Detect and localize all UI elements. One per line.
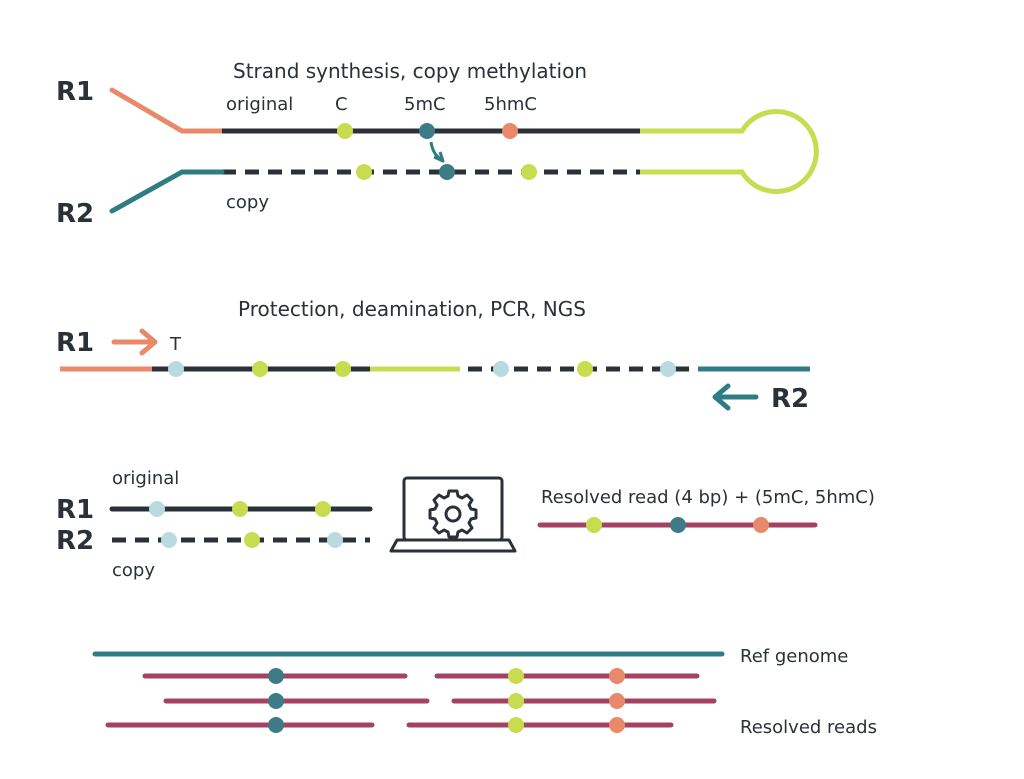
panel2-dot-4: [493, 361, 509, 377]
panel1-r2-adapter: [109, 169, 225, 214]
aligned-5hmc-dot-2: [609, 693, 625, 709]
panel3-r2-label: R2: [56, 526, 94, 556]
panel1-copy-5mc-dot: [439, 164, 455, 180]
panel-resolution: original R1 R2 copy Resolved read (4 bp)…: [56, 468, 875, 581]
panel1-copy-c-dot: [356, 164, 372, 180]
aligned-c-dot-3: [508, 717, 524, 733]
panel3-r2-dot-3: [327, 532, 343, 548]
panel2-dot-6: [660, 361, 676, 377]
panel1-original-label: original: [226, 94, 293, 115]
aligned-5hmc-dot-1: [609, 668, 625, 684]
panel-protection-deamination: Protection, deamination, PCR, NGS R1 R2 …: [56, 297, 810, 414]
panel3-copy-label: copy: [112, 560, 155, 581]
resolved-reads-label: Resolved reads: [740, 717, 877, 738]
panel2-t-dot: [168, 361, 184, 377]
panel3-original-label: original: [112, 468, 179, 489]
resolved-read-dot-3: [753, 517, 769, 533]
panel3-r1-label: R1: [56, 495, 94, 525]
methylation-copy-arrowhead: [433, 151, 445, 163]
aligned-5mc-dot-2: [268, 693, 284, 709]
resolved-read-label: Resolved read (4 bp) + (5mC, 5hmC): [541, 487, 875, 508]
panel2-r2-label: R2: [771, 384, 809, 414]
aligned-5mc-dot-1: [268, 668, 284, 684]
panel3-r2-dot-2: [244, 532, 260, 548]
ref-genome-label: Ref genome: [740, 646, 848, 667]
aligned-c-dot-2: [508, 693, 524, 709]
5mc-label: 5mC: [404, 94, 446, 115]
panel3-r1-dot-1: [149, 501, 165, 517]
panel2-dot-2: [252, 361, 268, 377]
panel1-5hmc-dot: [502, 123, 518, 139]
aligned-5mc-dot-3: [268, 717, 284, 733]
panel1-title: Strand synthesis, copy methylation: [233, 59, 587, 83]
panel1-hairpin: [640, 109, 819, 194]
panel2-dot-5: [577, 361, 593, 377]
panel2-r1-label: R1: [56, 328, 94, 358]
c-label: C: [335, 94, 348, 115]
panel-alignment: Ref genome Resolved reads: [92, 646, 877, 738]
panel3-r2-dot-1: [161, 532, 177, 548]
aligned-5hmc-dot-3: [609, 717, 625, 733]
panel1-r1-adapter: [109, 87, 225, 134]
panel1-5mc-dot: [419, 123, 435, 139]
panel3-r1-dot-2: [232, 501, 248, 517]
panel-strand-synthesis: Strand synthesis, copy methylation R1 R2…: [56, 59, 819, 229]
t-label: T: [169, 334, 182, 355]
panel1-r2-label: R2: [56, 199, 94, 229]
resolved-read-dot-1: [586, 517, 602, 533]
panel1-r1-label: R1: [56, 77, 94, 107]
panel1-copy-5hmc-dot: [521, 164, 537, 180]
resolved-read-dot-2: [670, 517, 686, 533]
panel1-copy-label: copy: [226, 192, 269, 213]
5hmc-label: 5hmC: [484, 94, 537, 115]
panel1-c-dot: [337, 123, 353, 139]
panel2-dot-3: [335, 361, 351, 377]
panel3-r1-dot-3: [315, 501, 331, 517]
panel2-r2-arrowhead: [712, 383, 731, 411]
panel2-title: Protection, deamination, PCR, NGS: [238, 297, 586, 321]
panel2-r1-arrowhead: [139, 328, 158, 356]
laptop-gear-icon: [389, 476, 517, 553]
aligned-c-dot-1: [508, 668, 524, 684]
